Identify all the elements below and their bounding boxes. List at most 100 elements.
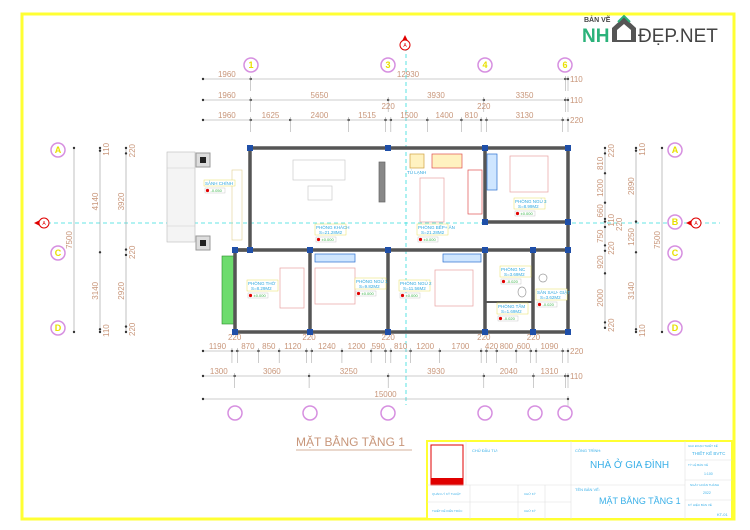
level-box <box>497 315 519 322</box>
column <box>307 329 313 335</box>
sheet-frame <box>20 12 736 521</box>
dimension-value: 1200 <box>416 342 434 351</box>
dimension-tick <box>201 397 205 401</box>
room-area: S=3.69M2 <box>504 272 525 277</box>
porch-column-core <box>200 240 206 246</box>
column <box>482 219 488 225</box>
kitchen-counter-side <box>467 169 483 215</box>
title-block <box>426 440 733 520</box>
dimension-value: 110 <box>102 324 111 337</box>
grid-bubble <box>227 405 243 421</box>
room-label: PHÒNG NCS=3.69M2-0.020 <box>499 265 532 285</box>
dimension-tick <box>603 249 607 252</box>
room-label-box <box>513 197 546 210</box>
level-marker-icon <box>418 237 423 242</box>
room-name: PHÒNG TẮM <box>498 302 525 309</box>
level-marker-icon <box>400 293 405 298</box>
column <box>530 329 536 335</box>
dimension-value: 110 <box>607 213 616 226</box>
dimension-tick <box>603 220 607 223</box>
dimension-value: 220 <box>228 333 242 342</box>
dimension-value: 850 <box>262 342 276 351</box>
dimension-value: 920 <box>596 255 605 269</box>
dimension-value: 3140 <box>627 281 636 299</box>
section-mark <box>399 39 411 51</box>
grid-bubble <box>243 57 259 73</box>
grid-label: 4 <box>482 60 487 70</box>
column <box>232 247 238 253</box>
grid-label: 3 <box>385 60 390 70</box>
dimension-value: 3140 <box>91 281 100 299</box>
porch <box>166 151 243 325</box>
dimension-tick <box>124 253 128 257</box>
room-area: S=21.28M2 <box>421 230 445 235</box>
section-mark <box>690 217 702 229</box>
dimension-value: 220 <box>128 245 137 259</box>
washbasin <box>538 273 548 283</box>
room-label: SẢNH CHÍNH-0.050 <box>203 179 236 194</box>
grid-bubble <box>477 57 493 73</box>
logo: BẢN VẼ NH ĐẸP.NET <box>582 14 718 47</box>
grid-label: A <box>55 145 62 155</box>
sign-label-2: CHỮ KÝ <box>524 508 536 513</box>
grid-bubble <box>380 405 396 421</box>
column <box>385 329 391 335</box>
room-name: PHÒNG BẾP+ ĂN <box>418 224 455 230</box>
logo-small-text: BẢN VẼ <box>584 15 611 24</box>
level-box <box>417 236 439 243</box>
dimension-value: 870 <box>241 342 255 351</box>
scale-value: 1:100 <box>704 472 713 476</box>
dimension-value: 1190 <box>209 342 227 351</box>
dimension-value: 110 <box>102 142 111 155</box>
room-area: S=11.56M2 <box>403 286 426 291</box>
column <box>565 145 571 151</box>
dimension-value: 1960 <box>218 111 236 120</box>
altar <box>279 267 305 309</box>
dimension-value: 220 <box>615 217 624 231</box>
room-area: S=8.99M2 <box>518 204 539 209</box>
dimension-value: 220 <box>477 102 491 111</box>
column <box>232 329 238 335</box>
dimension-value: 5650 <box>311 91 329 100</box>
dimension-tick <box>124 146 128 150</box>
entrance-door <box>231 169 243 241</box>
dimension-tick <box>634 251 638 254</box>
date-value: 2022 <box>703 491 711 495</box>
room-area: S=1.69M2 <box>501 309 522 314</box>
dimension-tick <box>124 248 128 251</box>
dimension-value: 3350 <box>516 91 534 100</box>
tech-label: QUẢN LÝ KỸ THUẬT <box>432 491 461 496</box>
dimension-value: 1700 <box>452 342 470 351</box>
room-label-box <box>314 223 347 236</box>
dimension-value: 220 <box>128 322 137 336</box>
dimension-tick <box>98 251 102 254</box>
dimension-value: 12930 <box>397 70 420 79</box>
level-box <box>399 292 421 299</box>
column <box>530 247 536 253</box>
furniture: TỦ LẠNH <box>279 153 549 309</box>
dimension-value: 220 <box>381 102 395 111</box>
grid-bubble <box>50 142 66 158</box>
bed-2 <box>434 269 474 307</box>
stage-label: GIAI ĐOẠN THIẾT KẾ <box>688 443 718 448</box>
dimension-value: 810 <box>394 342 408 351</box>
column <box>307 247 313 253</box>
room-area: S=8.29M2 <box>251 286 272 291</box>
section-mark <box>38 217 50 229</box>
stage-value: THIẾT KẾ BVTC <box>692 450 726 456</box>
room-name: SẢNH CHÍNH <box>205 180 233 186</box>
drawing-name: MẶT BẰNG TẦNG 1 <box>599 496 681 506</box>
grid-label: D <box>672 323 679 333</box>
dimension-tick <box>98 146 102 150</box>
dimension-value: 7500 <box>65 231 74 249</box>
dimension-tick <box>201 349 205 353</box>
dimension-tick <box>98 330 102 334</box>
room-name: PHÒNG NGỦ 1 <box>356 278 388 284</box>
house-icon <box>612 17 636 42</box>
dimension-value: 1625 <box>262 111 280 120</box>
dimension-value: 1090 <box>540 342 558 351</box>
room-area: S=9.82M2 <box>359 284 380 289</box>
section-label: A <box>403 43 407 49</box>
dimension-value: 220 <box>570 347 584 356</box>
